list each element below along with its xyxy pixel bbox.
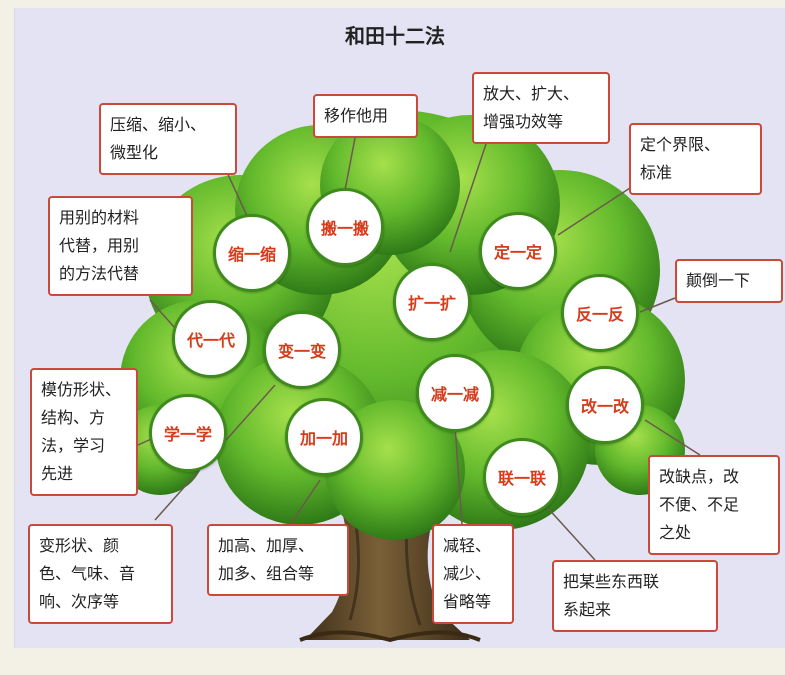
connector-jian bbox=[454, 424, 463, 526]
method-circle-gai[interactable]: 改一改 bbox=[566, 366, 644, 444]
connector-suo bbox=[224, 167, 249, 219]
method-circle-xue[interactable]: 学一学 bbox=[149, 394, 227, 472]
connector-jia bbox=[289, 479, 321, 526]
method-circle-fan[interactable]: 反一反 bbox=[561, 274, 639, 352]
desc-box-suo: 压缩、缩小、 微型化 bbox=[99, 103, 237, 175]
connector-kuo bbox=[449, 137, 489, 253]
method-circle-ban[interactable]: 搬一搬 bbox=[306, 188, 384, 266]
connector-ding bbox=[557, 187, 631, 236]
connector-gai bbox=[644, 419, 701, 456]
method-circle-dai[interactable]: 代一代 bbox=[172, 300, 250, 378]
desc-box-dai: 用别的材料 代替，用别 的方法代替 bbox=[48, 196, 193, 296]
connector-lian bbox=[544, 504, 596, 561]
desc-box-xue: 模仿形状、 结构、方 法，学习 先进 bbox=[30, 368, 138, 496]
desc-box-jian: 减轻、 减少、 省略等 bbox=[432, 524, 514, 624]
desc-box-lian: 把某些东西联 系起来 bbox=[552, 560, 718, 632]
method-circle-suo[interactable]: 缩一缩 bbox=[213, 214, 291, 292]
desc-box-kuo: 放大、扩大、 增强功效等 bbox=[472, 72, 610, 144]
desc-box-gai: 改缺点，改 不便、不足 之处 bbox=[648, 455, 780, 555]
connector-fan bbox=[639, 297, 676, 313]
page-title: 和田十二法 bbox=[345, 24, 445, 48]
desc-box-ban: 移作他用 bbox=[313, 94, 418, 138]
desc-box-jia: 加高、加厚、 加多、组合等 bbox=[207, 524, 349, 596]
desc-box-fan: 颠倒一下 bbox=[675, 259, 783, 303]
connector-lines bbox=[137, 137, 701, 561]
connector-ban bbox=[344, 137, 356, 191]
method-circle-jian[interactable]: 减一减 bbox=[416, 354, 494, 432]
method-circle-kuo[interactable]: 扩一扩 bbox=[393, 263, 471, 341]
method-circle-jia[interactable]: 加一加 bbox=[285, 398, 363, 476]
desc-box-bian: 变形状、颜 色、气味、音 响、次序等 bbox=[28, 524, 173, 624]
desc-box-ding: 定个界限、 标准 bbox=[629, 123, 762, 195]
connector-dai bbox=[149, 299, 176, 329]
method-circle-bian[interactable]: 变一变 bbox=[263, 311, 341, 389]
method-circle-ding[interactable]: 定一定 bbox=[479, 212, 557, 290]
method-circle-lian[interactable]: 联一联 bbox=[483, 438, 561, 516]
